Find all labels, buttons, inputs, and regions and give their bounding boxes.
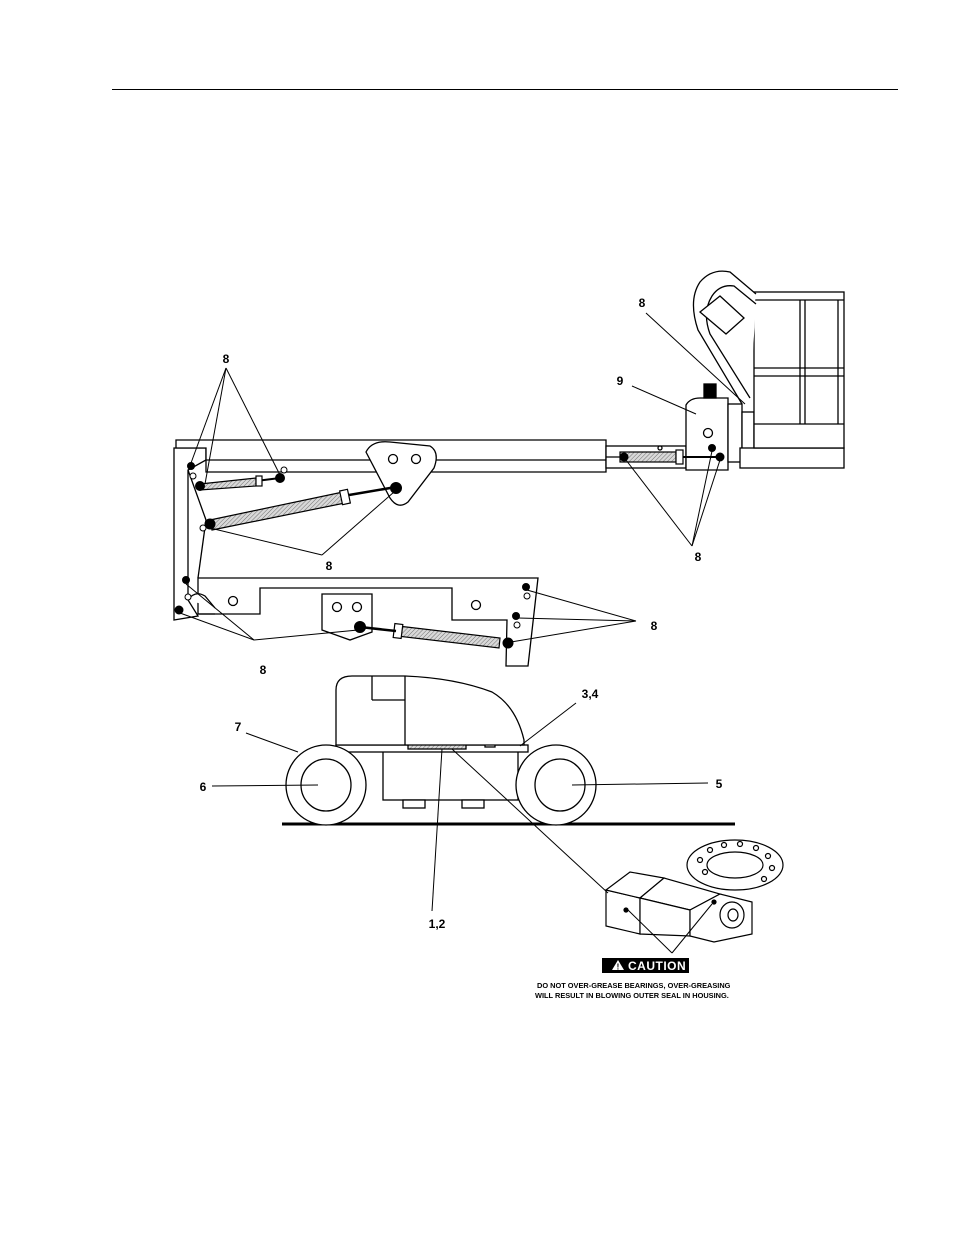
callout-8-platform: 8 (639, 296, 646, 310)
callout-8-lower-right: 8 (651, 619, 658, 633)
lower-boom (197, 577, 539, 667)
callout-8-lower-left: 8 (260, 663, 267, 677)
pivot-pins (184, 466, 531, 629)
chassis (335, 675, 529, 809)
caution-banner (602, 958, 689, 973)
caution-label: CAUTION (628, 959, 686, 973)
callout-6: 6 (200, 780, 207, 794)
riser-lift-cylinder (359, 622, 501, 649)
header-rule (112, 89, 898, 90)
callout-7: 7 (235, 720, 242, 734)
warning-triangle-icon (612, 960, 624, 970)
caution-note-line-1: DO NOT OVER-GREASE BEARINGS, OVER-GREASI… (537, 981, 731, 990)
main-boom (175, 439, 687, 506)
wheel-front (515, 744, 597, 826)
callout-8-top-left: 8 (223, 352, 230, 366)
callout-labels: 8 8 8 8 8 8 9 3,4 7 6 5 1,2 (200, 296, 723, 931)
master-cylinder (199, 475, 281, 491)
slewing-bearing-detail (604, 839, 784, 943)
callout-8-jib: 8 (695, 550, 702, 564)
callout-8-boom-cylinder: 8 (326, 559, 333, 573)
caution-notice: ! CAUTION DO NOT OVER-GREASE BEARINGS, O… (535, 958, 731, 1000)
svg-text:!: ! (617, 963, 620, 972)
callout-3-4: 3,4 (582, 687, 599, 701)
boom-lift-cylinder (209, 485, 397, 531)
callout-9: 9 (617, 374, 624, 388)
leader-lines (179, 312, 746, 954)
callout-1-2: 1,2 (429, 917, 446, 931)
slave-cylinder (619, 449, 720, 465)
caution-note-line-2: WILL RESULT IN BLOWING OUTER SEAL IN HOU… (535, 991, 729, 1000)
platform-basket (692, 270, 845, 469)
callout-5: 5 (716, 777, 723, 791)
grease-fittings (174, 444, 725, 649)
